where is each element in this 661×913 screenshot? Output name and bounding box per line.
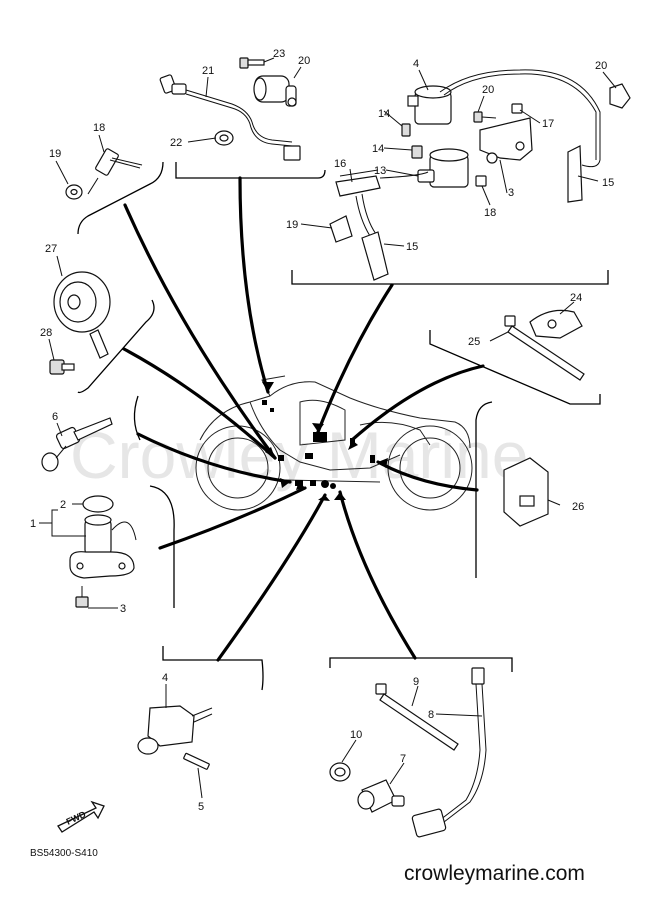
- callout-6: 6: [52, 411, 58, 423]
- nut-17-upper: [511, 103, 523, 114]
- washer-10: [329, 762, 351, 782]
- band-9: [375, 683, 459, 751]
- bolt-26: [239, 57, 265, 69]
- callout-21: 18: [93, 122, 105, 134]
- nut-17-lower: [475, 175, 487, 187]
- callout-29: 26: [572, 501, 584, 513]
- callout-30: 27: [45, 243, 57, 255]
- callout-2: 2: [60, 499, 66, 511]
- bracket-11: [479, 117, 533, 164]
- bolt-14-upper: [401, 123, 411, 137]
- callout-20: 20: [595, 60, 607, 72]
- callout-9: 9: [413, 676, 419, 688]
- washer-22: [65, 184, 83, 200]
- callout-19: 19: [286, 219, 298, 231]
- callout-16: 16: [334, 158, 346, 170]
- sensor-1: [69, 514, 137, 579]
- callout-26: 23: [273, 48, 285, 60]
- callout-10: 10: [350, 729, 362, 741]
- callout-28: 25: [468, 336, 480, 348]
- callout-25: 22: [170, 137, 182, 149]
- leader-arrowheads: [262, 382, 388, 501]
- horn-30: [53, 271, 111, 359]
- lead-16: [335, 169, 429, 237]
- website-url: crowleymarine.com: [404, 862, 585, 885]
- callout-3: 3: [120, 603, 126, 615]
- callout-leaders: [39, 57, 617, 799]
- o-ring-2: [82, 495, 114, 513]
- cap-15-upper: [567, 145, 583, 203]
- clip-20: [609, 83, 631, 109]
- sensor-23: [253, 75, 297, 107]
- fwd-arrow-icon: FWD: [57, 800, 105, 833]
- sensor-24: [159, 74, 301, 161]
- sensor-21: [87, 148, 143, 195]
- callout-15-upper: 15: [602, 177, 614, 189]
- lead-8: [411, 667, 487, 838]
- callout-14-upper: 14: [378, 108, 390, 120]
- callout-27: 24: [570, 292, 582, 304]
- bolt-31: [49, 359, 75, 375]
- sensor-6: [41, 417, 113, 472]
- leader-lines: [122, 176, 485, 662]
- bolt-18: [473, 111, 497, 123]
- callout-1: 1: [30, 518, 36, 530]
- callout-22: 19: [49, 148, 61, 160]
- band-28: [504, 315, 585, 381]
- callout-numbers: 23 20 21 22 18 19 4 14 14 13 16 20 17 3 …: [30, 48, 614, 813]
- callout-11: 3: [508, 187, 514, 199]
- callout-4: 4: [162, 672, 168, 684]
- clamp-27: [529, 309, 583, 339]
- bolt-5: [183, 752, 210, 770]
- callout-7: 7: [400, 753, 406, 765]
- fwd-label: FWD: [65, 809, 88, 827]
- callout-31: 28: [40, 327, 52, 339]
- ignition-coil-12: [407, 69, 601, 168]
- callout-14-lower: 14: [372, 143, 384, 155]
- bolt-14-lower: [411, 145, 423, 159]
- bolt-3: [75, 586, 89, 608]
- ignition-coil-13: [417, 148, 469, 188]
- callout-24: 21: [202, 65, 214, 77]
- group-frames: [77, 161, 609, 691]
- callout-5: 5: [198, 801, 204, 813]
- callout-15-lower: 15: [406, 241, 418, 253]
- watermark-text: Crowley Marine: [70, 418, 528, 492]
- callout-17-lower: 18: [484, 207, 496, 219]
- diagram-code: BS54300-S410: [30, 848, 98, 859]
- callout-23: 20: [298, 55, 310, 67]
- callout-13: 13: [374, 165, 386, 177]
- sensor-7: [357, 779, 405, 813]
- callout-12: 4: [413, 58, 419, 70]
- switch-4: [137, 705, 213, 755]
- callout-17-upper: 17: [542, 118, 554, 130]
- cap-15-lower: [361, 231, 389, 281]
- callout-8: 8: [428, 709, 434, 721]
- clamp-19: [329, 215, 353, 243]
- callout-18: 20: [482, 84, 494, 96]
- grommet-25: [214, 130, 234, 146]
- relay-29: [503, 457, 549, 527]
